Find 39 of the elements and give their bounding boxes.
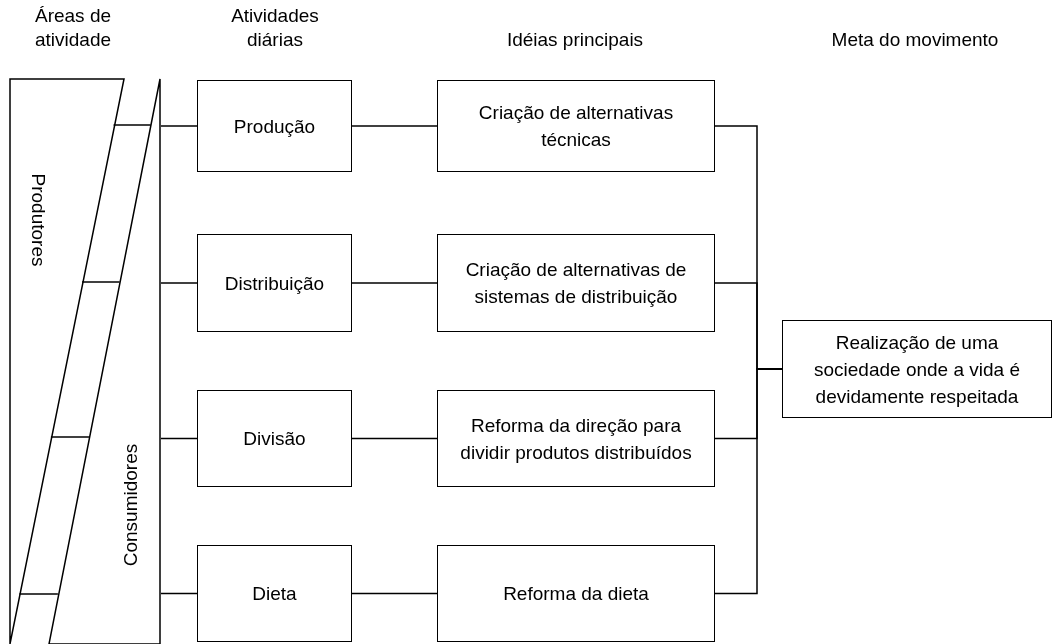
connector-line	[351, 282, 438, 284]
connector-line	[18, 593, 59, 595]
connector-line	[160, 437, 198, 440]
column-heading: Meta do movimento	[830, 28, 1000, 52]
process-box	[197, 80, 352, 172]
connector-line	[160, 282, 198, 284]
box-text: Reforma da direção para dividir produtos distribuídos	[459, 413, 693, 465]
box-text: Dieta	[252, 582, 297, 606]
column-heading: Idéias principais	[505, 28, 645, 52]
connector-line	[81, 281, 121, 283]
connector-line	[714, 368, 783, 595]
process-box	[437, 390, 715, 487]
connector-line	[351, 592, 438, 595]
connector-line	[112, 124, 152, 126]
band-label: Produtores	[27, 173, 49, 267]
box-text: Distribuição	[224, 271, 325, 296]
box-text: Realização de uma sociedade onde a vida é devidamente respeitada	[813, 330, 1021, 409]
process-box	[437, 545, 715, 642]
process-box	[782, 320, 1052, 418]
box-text: Criação de alternativas de sistemas de distribuição	[464, 258, 688, 309]
connector-line	[160, 592, 198, 595]
box-text: Criação de alternativas técnicas	[477, 101, 675, 152]
connector-line	[351, 437, 438, 440]
connector-line	[50, 436, 90, 438]
slanted-band	[48, 78, 161, 644]
process-box	[197, 234, 352, 332]
band-label: Consumidores	[119, 443, 141, 567]
column-heading: Atividades diárias	[230, 4, 320, 52]
process-box	[197, 390, 352, 487]
process-box	[197, 545, 352, 642]
column-heading: Áreas de atividade	[33, 4, 113, 52]
box-text: Divisão	[243, 427, 306, 451]
connector-line	[160, 125, 198, 127]
connector-line	[351, 125, 438, 127]
slanted-band	[9, 78, 125, 644]
process-box	[437, 234, 715, 332]
box-text: Reforma da dieta	[503, 582, 649, 606]
box-text: Produção	[233, 114, 316, 139]
process-box	[437, 80, 715, 172]
